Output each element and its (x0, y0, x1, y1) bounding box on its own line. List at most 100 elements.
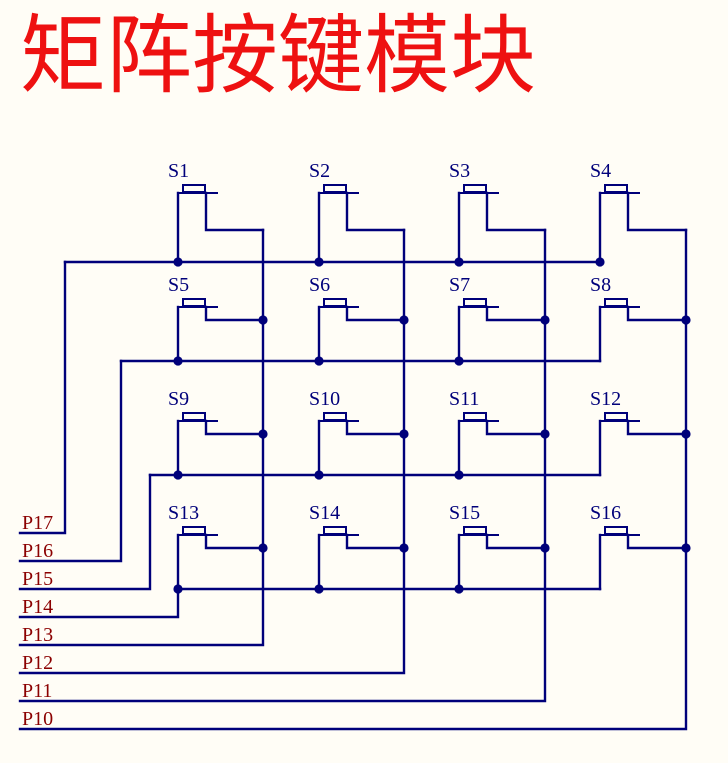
junction-dot (399, 315, 409, 325)
switch-s8: S8 (590, 274, 640, 308)
junction-dot (454, 356, 464, 366)
junction-dot (540, 543, 550, 553)
switch-s13: S13 (168, 502, 218, 536)
switch-s11: S11 (449, 388, 499, 422)
diagram-title: 矩阵按键模块 (20, 6, 536, 106)
switch-label: S13 (168, 502, 199, 524)
port-p14: P14 (22, 596, 53, 618)
column-bus (18, 228, 406, 675)
switch-label: S4 (590, 160, 611, 182)
column-bus (18, 228, 688, 731)
column-bus (18, 228, 265, 647)
switch-plunger (182, 184, 206, 193)
port-label: P13 (22, 624, 53, 646)
switch-plunger (182, 412, 206, 421)
switch-label: S5 (168, 274, 189, 296)
column-wire (485, 533, 547, 550)
port-p15: P15 (22, 568, 53, 590)
switch-s3: S3 (449, 160, 499, 194)
switch-s4: S4 (590, 160, 640, 194)
wires (18, 191, 688, 731)
junction-dot (314, 356, 324, 366)
port-p12: P12 (22, 652, 53, 674)
junction-dot (454, 257, 464, 267)
junction-dot (454, 584, 464, 594)
junction-dot (258, 429, 268, 439)
column-wire (204, 305, 265, 322)
junction-dot (314, 584, 324, 594)
junction-dots (173, 257, 691, 594)
switch-plunger (463, 298, 487, 307)
switch-plunger (463, 526, 487, 535)
switch-label: S10 (309, 388, 340, 410)
switch-s10: S10 (309, 388, 359, 422)
switch-label: S9 (168, 388, 189, 410)
column-wire (345, 419, 406, 436)
switch-plunger (604, 412, 628, 421)
port-label: P10 (22, 708, 53, 730)
switch-label: S12 (590, 388, 621, 410)
junction-dot (681, 429, 691, 439)
switch-s2: S2 (309, 160, 359, 194)
port-p11: P11 (22, 680, 52, 702)
port-label: P14 (22, 596, 53, 618)
row-bus (18, 587, 180, 619)
port-p10: P10 (22, 708, 53, 730)
switch-s7: S7 (449, 274, 499, 308)
switch-plunger (463, 412, 487, 421)
switch-label: S15 (449, 502, 480, 524)
junction-dot (173, 356, 183, 366)
junction-dot (540, 429, 550, 439)
column-wire (626, 419, 688, 436)
column-wire (345, 533, 406, 550)
switch-label: S16 (590, 502, 621, 524)
switch-plunger (182, 526, 206, 535)
column-wire (204, 533, 265, 550)
junction-dot (681, 315, 691, 325)
switch-plunger (182, 298, 206, 307)
port-p16: P16 (22, 540, 53, 562)
switch-label: S7 (449, 274, 470, 296)
column-wire (485, 191, 547, 232)
switch-plunger (604, 526, 628, 535)
junction-dot (314, 257, 324, 267)
switch-s9: S9 (168, 388, 218, 422)
switch-s5: S5 (168, 274, 218, 308)
column-wire (204, 419, 265, 436)
junction-dot (258, 315, 268, 325)
switch-label: S6 (309, 274, 330, 296)
port-label: P15 (22, 568, 53, 590)
junction-dot (399, 543, 409, 553)
port-p17: P17 (22, 512, 53, 534)
switch-s6: S6 (309, 274, 359, 308)
junction-dot (681, 543, 691, 553)
switch-plunger (323, 526, 347, 535)
port-label: P12 (22, 652, 53, 674)
column-wire (626, 533, 688, 550)
column-wire (345, 191, 406, 232)
junction-dot (454, 470, 464, 480)
switch-plunger (604, 184, 628, 193)
switch-plunger (323, 412, 347, 421)
junction-dot (314, 470, 324, 480)
junction-dot (595, 257, 605, 267)
port-label: P11 (22, 680, 52, 702)
row-bus (18, 473, 152, 591)
column-wire (626, 191, 688, 232)
junction-dot (399, 429, 409, 439)
row-bus (18, 260, 67, 535)
switch-plunger (323, 184, 347, 193)
switch-plunger (604, 298, 628, 307)
switch-label: S3 (449, 160, 470, 182)
junction-dot (173, 257, 183, 267)
switch-label: S1 (168, 160, 189, 182)
switch-label: S8 (590, 274, 611, 296)
switch-s15: S15 (449, 502, 499, 536)
junction-dot (258, 543, 268, 553)
port-label: P17 (22, 512, 53, 534)
column-wire (345, 305, 406, 322)
junction-dot (173, 470, 183, 480)
